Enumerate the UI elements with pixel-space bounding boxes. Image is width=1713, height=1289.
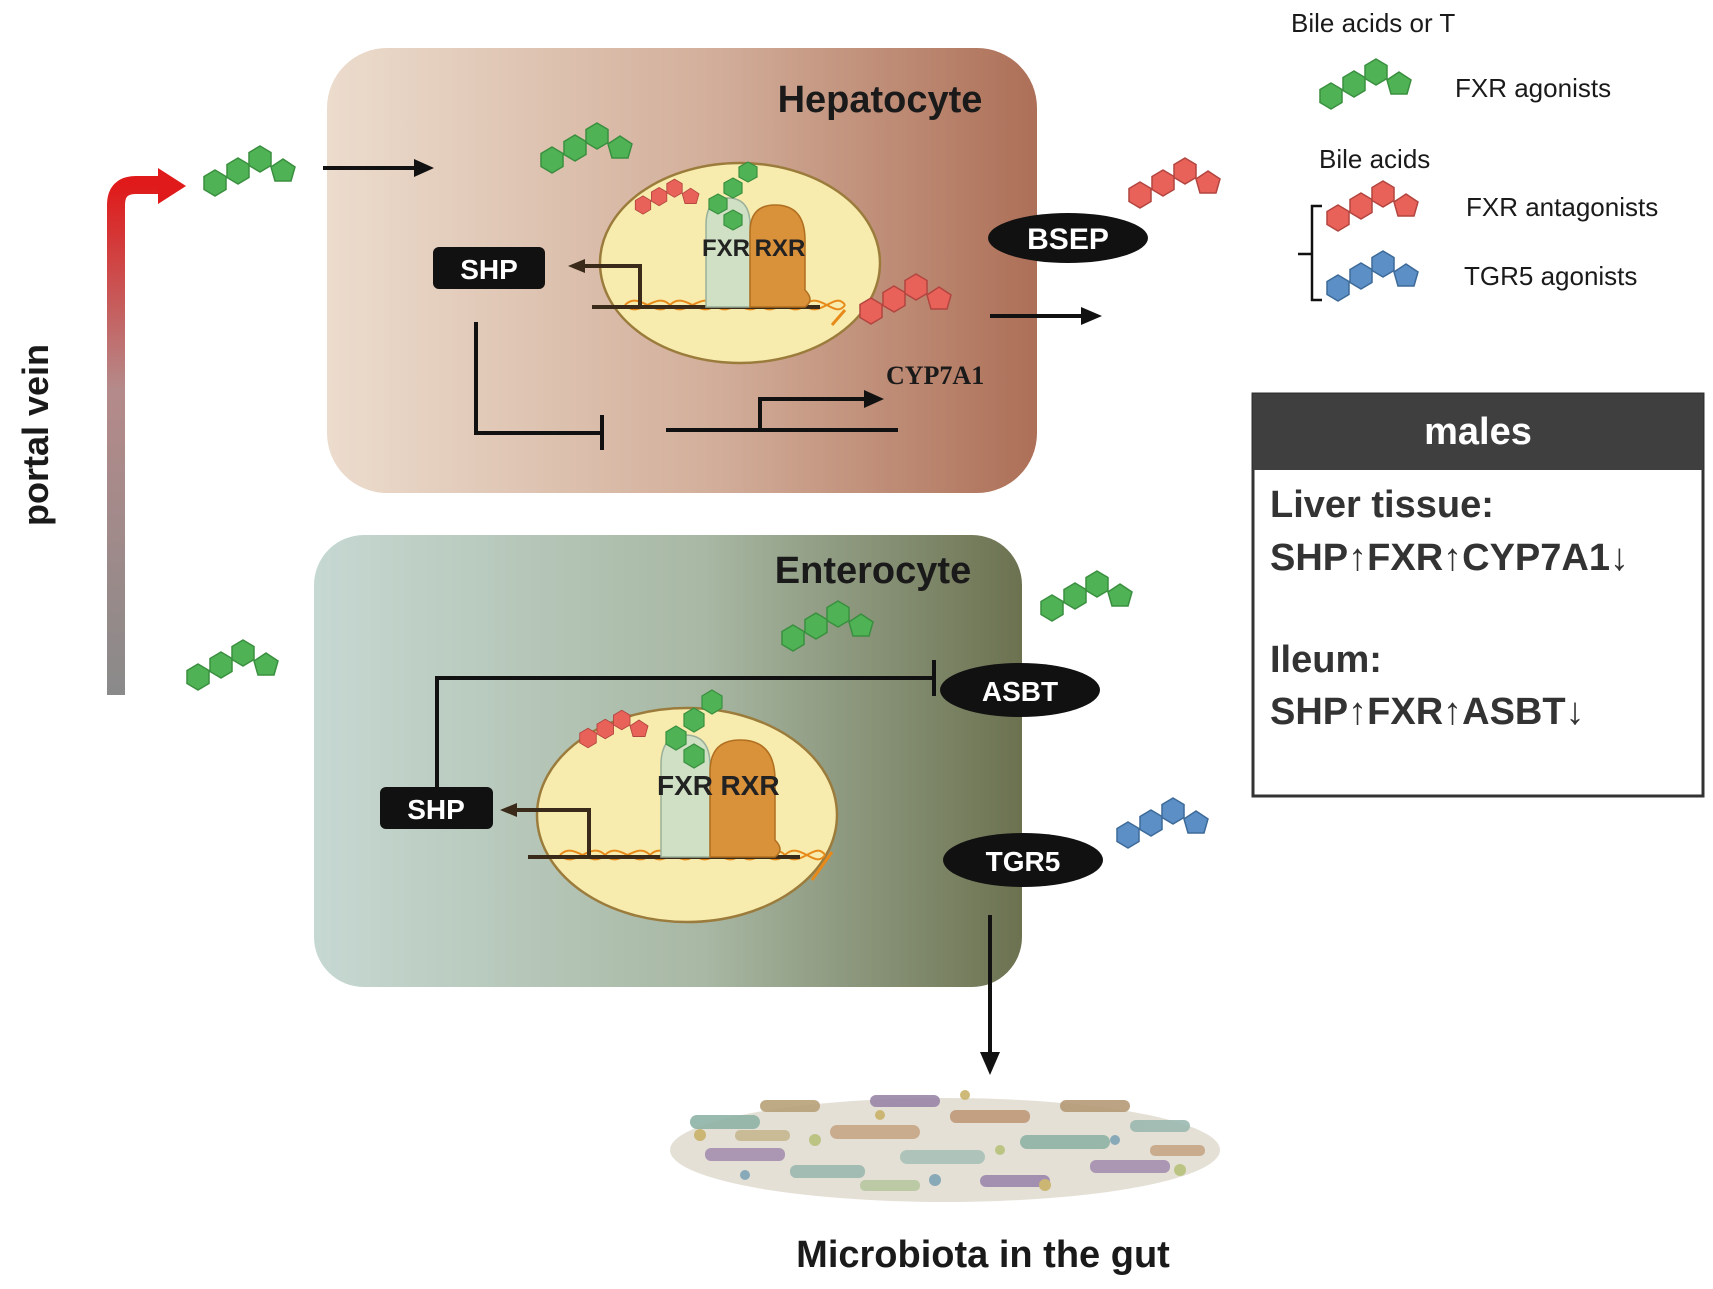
cyp7a1-promoter-arrowhead xyxy=(864,390,884,408)
enterocyte-shp-arrowhead xyxy=(500,803,517,817)
asbt-label: ASBT xyxy=(982,676,1058,707)
legend-tgr5-agonists: TGR5 agonists xyxy=(1464,261,1637,291)
cyp7a1-label: CYP7A1 xyxy=(886,361,984,390)
enterocyte-fxr-label: FXR xyxy=(657,770,713,801)
hepatocyte-shp-arrow xyxy=(580,264,642,307)
fxr-agonist-molecule xyxy=(186,639,279,691)
enterocyte-shp-label: SHP xyxy=(407,794,465,825)
microbiota-label: Microbiota in the gut xyxy=(796,1234,1170,1276)
males-ileum-title: Ileum: xyxy=(1270,639,1382,681)
uptake-arrowhead xyxy=(414,159,434,177)
bsep-transporter xyxy=(988,213,1148,263)
export-arrowhead xyxy=(1081,307,1102,325)
males-liver-title: Liver tissue: xyxy=(1270,484,1494,526)
tgr5-agonist-molecule xyxy=(1116,797,1209,849)
hepatocyte-shp-label: SHP xyxy=(460,254,518,285)
legend-tgr5-agonist-icon xyxy=(1326,250,1419,302)
shp-asbt-inhibition-line xyxy=(435,676,934,787)
orange-dash xyxy=(810,851,834,881)
tgr5-to-microbiota-arrowhead xyxy=(980,1052,1000,1075)
legend-heading-bile: Bile acids xyxy=(1319,144,1430,174)
portal-vein-arrow xyxy=(107,176,160,695)
males-liver-line: SHP↑FXR↑CYP7A1↓ xyxy=(1270,537,1629,579)
microbiota-cluster xyxy=(670,1090,1220,1202)
legend-fxr-antagonists: FXR antagonists xyxy=(1466,192,1658,222)
orange-dash xyxy=(830,309,847,326)
enterocyte-rxr xyxy=(709,739,781,858)
hepatocyte-rxr-label: RXR xyxy=(755,235,806,262)
fxr-agonist-bound xyxy=(665,689,723,769)
legend-bracket xyxy=(1298,204,1322,302)
portal-vein-arrowhead xyxy=(158,168,186,204)
asbt-transporter xyxy=(940,663,1100,717)
hepatocyte-shp-box xyxy=(433,247,545,289)
hepatocyte-title: Hepatocyte xyxy=(778,79,983,121)
portal-vein-label: portal vein xyxy=(15,344,56,526)
fxr-antagonist-molecule xyxy=(1128,157,1221,209)
legend-fxr-agonists: FXR agonists xyxy=(1455,73,1611,103)
hepatocyte-rxr xyxy=(749,204,811,308)
hepatocyte-fxr-label: FXR xyxy=(702,235,750,262)
fxr-agonist-molecule xyxy=(1040,570,1133,622)
enterocyte-shp-box xyxy=(380,787,493,829)
tgr5-receptor xyxy=(943,833,1103,887)
legend-fxr-agonist-icon xyxy=(1319,58,1412,110)
legend-fxr-antagonist-icon xyxy=(1326,180,1419,232)
males-box-header xyxy=(1253,394,1703,470)
males-ileum-line: SHP↑FXR↑ASBT↓ xyxy=(1270,691,1585,733)
cyp7a1-promoter-arrow xyxy=(758,397,868,430)
enterocyte-title: Enterocyte xyxy=(775,550,971,592)
fxr-agonist-molecule xyxy=(203,145,296,197)
bsep-label: BSEP xyxy=(1027,223,1109,256)
legend-heading-top: Bile acids or T xyxy=(1291,8,1455,38)
males-header-text: males xyxy=(1424,411,1532,453)
enterocyte-rxr-label: RXR xyxy=(720,770,779,801)
shp-inhibition-line xyxy=(474,322,602,435)
enterocyte-shp-arrow xyxy=(512,808,591,857)
fxr-agonist-bound xyxy=(708,161,758,231)
hepatocyte-shp-arrowhead xyxy=(568,259,585,273)
tgr5-label: TGR5 xyxy=(986,846,1061,877)
